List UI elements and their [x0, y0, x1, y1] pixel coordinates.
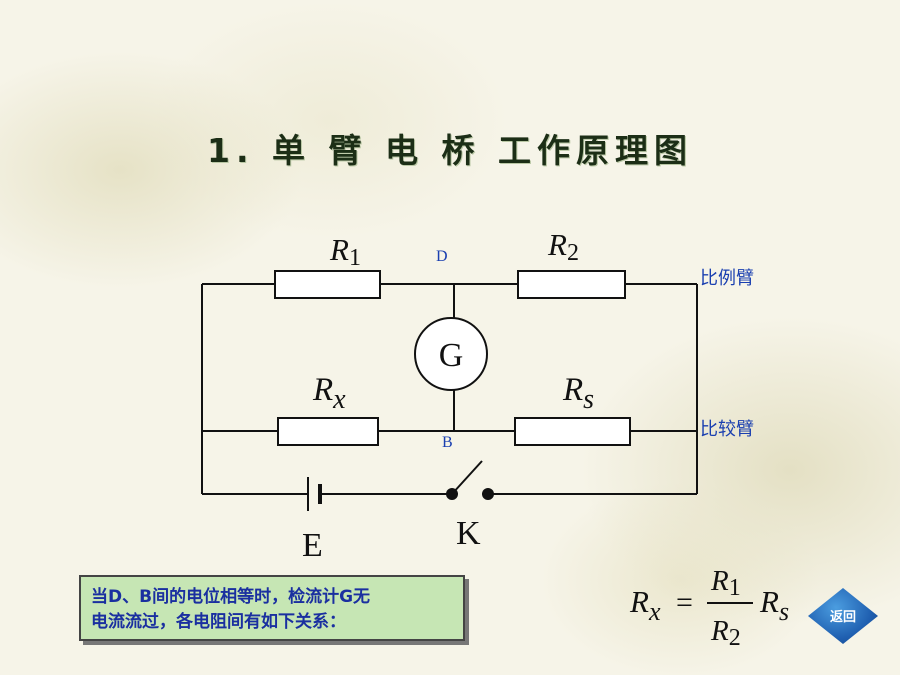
node-d-label: D [436, 248, 448, 265]
note-line-2: 电流流过，各电阻间有如下关系： [91, 612, 346, 632]
resistor-r2 [517, 270, 626, 299]
back-button[interactable]: 返回 [808, 588, 878, 644]
galvanometer-symbol [414, 317, 488, 391]
label-rx: Rx [312, 372, 346, 415]
formula-rhs: Rs [759, 584, 789, 626]
formula-numerator: R1 [710, 565, 741, 601]
switch-contact-left [446, 488, 458, 500]
balance-condition-note: 当D、B间的电位相等时，检流计G无 电流流过，各电阻间有如下关系： [79, 575, 465, 641]
circuit-wires [201, 283, 698, 495]
ratio-arm-label: 比例臂 [700, 268, 754, 289]
label-rs: Rs [562, 372, 594, 415]
page-title: 1. 单 臂 电 桥 工作原理图 [207, 131, 693, 170]
back-button-label: 返回 [829, 609, 856, 624]
battery-label: E [302, 527, 323, 564]
compare-arm-label: 比较臂 [700, 419, 754, 440]
resistor-rx [277, 417, 379, 446]
label-r2: R2 [547, 227, 579, 266]
formula-denominator: R2 [710, 615, 741, 651]
galvanometer-label: G [439, 337, 464, 374]
formula-lhs: Rx [629, 584, 661, 626]
resistor-rs [514, 417, 631, 446]
switch-label: K [456, 515, 481, 552]
note-line-1: 当D、B间的电位相等时，检流计G无 [91, 587, 371, 607]
balance-formula: Rx = R1 R2 Rs [629, 565, 789, 651]
node-b-label: B [442, 434, 453, 451]
formula-equals: = [676, 586, 693, 619]
resistor-r1 [274, 270, 381, 299]
switch-contact-right [482, 488, 494, 500]
label-r1: R1 [329, 232, 361, 271]
